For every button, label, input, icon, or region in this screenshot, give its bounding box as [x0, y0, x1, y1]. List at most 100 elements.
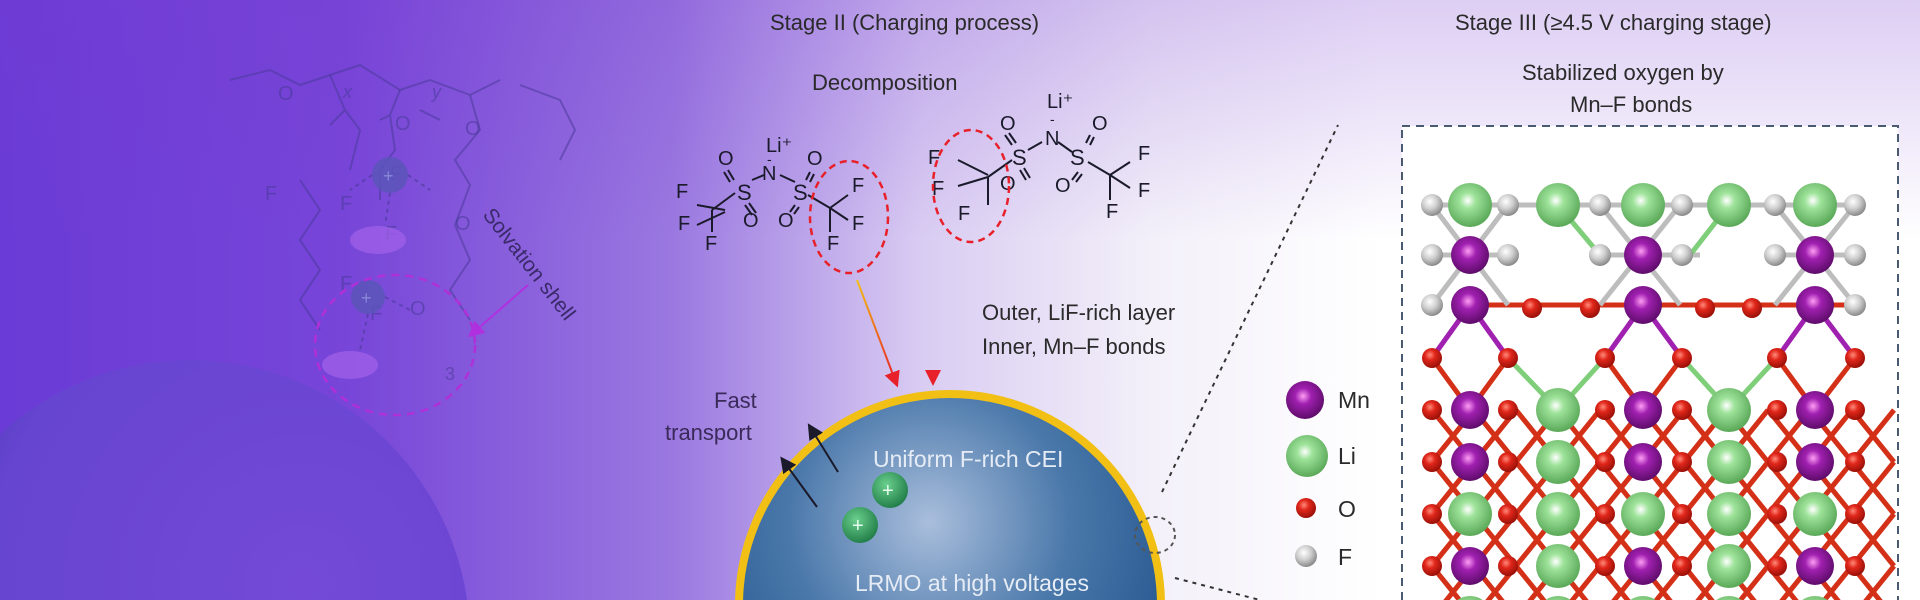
layer-inner-label: Inner, Mn–F bonds	[982, 334, 1166, 359]
atom-legend	[1286, 381, 1328, 567]
li-atom	[1793, 492, 1837, 536]
legend-label-o: O	[1338, 496, 1356, 522]
svg-text:F: F	[958, 203, 970, 225]
o-atom	[1672, 400, 1692, 420]
li-atom	[1707, 492, 1751, 536]
cation-sphere	[351, 280, 385, 314]
stage2-title: Stage II (Charging process)	[770, 10, 1040, 35]
mn-atom	[1796, 286, 1834, 324]
legend-label-li: Li	[1338, 443, 1356, 469]
fast-transport-label-line1: Fast	[714, 388, 757, 413]
o-atom	[1595, 556, 1615, 576]
svg-text:F: F	[852, 175, 864, 197]
o-atom	[1498, 504, 1518, 524]
o-atom	[1742, 298, 1762, 318]
mn-atom	[1796, 443, 1834, 481]
mn-atom	[1796, 236, 1834, 274]
legend-o-icon	[1296, 498, 1316, 518]
anion-ellipse	[350, 226, 406, 254]
f-atom	[1844, 294, 1866, 316]
svg-text:O: O	[778, 210, 794, 232]
li-atom	[1545, 596, 1571, 600]
o-atom	[1845, 348, 1865, 368]
o-atom	[1498, 452, 1518, 472]
o-atom	[1422, 504, 1442, 524]
li-atom	[1448, 183, 1492, 227]
lrmo-label: LRMO at high voltages	[855, 570, 1089, 596]
o-atom	[1595, 504, 1615, 524]
o-atom	[1422, 556, 1442, 576]
subscript-y: y	[430, 82, 442, 102]
mn-atom	[1624, 547, 1662, 585]
o-atom	[1672, 556, 1692, 576]
lrmo-particle	[743, 398, 1157, 600]
li-atom	[1707, 388, 1751, 432]
transport-arrow	[807, 423, 839, 473]
solvation-shell-label: Solvation shell	[478, 204, 579, 325]
legend-label-mn: Mn	[1338, 387, 1370, 413]
o-atom	[1845, 556, 1865, 576]
f-atom	[1844, 244, 1866, 266]
tfsi-molecule-1-atoms: FFF OS ON Li⁺ - OS O FFF	[676, 135, 864, 255]
mn-atom	[1624, 286, 1662, 324]
li-atom	[1621, 492, 1665, 536]
svg-text:O: O	[1000, 113, 1016, 135]
mn-atom	[1451, 286, 1489, 324]
cf3-highlight-1	[808, 159, 890, 275]
cf3-highlight-2	[931, 128, 1011, 244]
solvation-shell-outline	[313, 273, 477, 417]
mn-atom	[1624, 391, 1662, 429]
svg-text:-: -	[1050, 111, 1055, 127]
f-atom	[1764, 194, 1786, 216]
o-atom	[1498, 400, 1518, 420]
o-atom	[1845, 452, 1865, 472]
decomposition-label: Decomposition	[812, 70, 958, 95]
o-atom	[1672, 504, 1692, 524]
svg-text:O: O	[1000, 173, 1016, 195]
f-atom	[1671, 244, 1693, 266]
svg-text:O: O	[410, 298, 426, 320]
mn-atom	[1624, 236, 1662, 274]
tfsi-molecule-1-bonds	[696, 169, 849, 232]
li-atom	[1793, 183, 1837, 227]
f-atom	[1764, 244, 1786, 266]
legend-mn-icon	[1286, 381, 1324, 419]
svg-text:S: S	[1070, 145, 1085, 170]
mn-atom	[1796, 547, 1834, 585]
f-atom	[1844, 194, 1866, 216]
crystal-structure	[1421, 183, 1896, 600]
svg-text:F: F	[705, 233, 717, 255]
f-atom	[1497, 194, 1519, 216]
li-atom	[1716, 596, 1742, 600]
zoom-connector-bottom	[1174, 577, 1261, 600]
o-atom	[1767, 504, 1787, 524]
svg-text:F: F	[678, 213, 690, 235]
li-atom	[1707, 183, 1751, 227]
o-atom	[1672, 348, 1692, 368]
f-atom	[1421, 194, 1443, 216]
li-atom	[1536, 388, 1580, 432]
o-atom	[1767, 452, 1787, 472]
f-atom	[1671, 194, 1693, 216]
svg-text:F: F	[852, 213, 864, 235]
svg-text:S: S	[793, 180, 808, 205]
li-ion	[842, 507, 878, 543]
svg-text:N: N	[1045, 128, 1059, 150]
li-atom	[1630, 596, 1656, 600]
f-atom	[1421, 294, 1443, 316]
mn-atom	[1624, 443, 1662, 481]
mn-atom	[1451, 236, 1489, 274]
f-atom	[1589, 244, 1611, 266]
svg-text:F: F	[265, 183, 277, 205]
anion-ellipse	[322, 351, 378, 379]
layer-outer-label: Outer, LiF-rich layer	[982, 300, 1176, 325]
svg-text:F: F	[1138, 143, 1150, 165]
plus-icon: +	[882, 480, 894, 502]
svg-text:Li⁺: Li⁺	[766, 135, 792, 157]
svg-text:F: F	[340, 193, 352, 215]
o-atom	[1422, 348, 1442, 368]
subscript-3: 3	[445, 364, 455, 384]
subscript-x: x	[342, 82, 353, 102]
o-atom	[1498, 556, 1518, 576]
solvation-arrow	[467, 284, 529, 338]
